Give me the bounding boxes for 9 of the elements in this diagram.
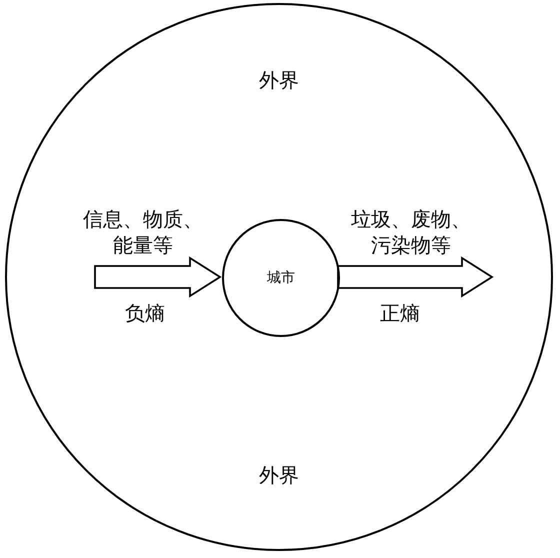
block-arrow	[94, 256, 222, 298]
node-label: 城市	[267, 268, 295, 288]
edge-label: 信息、物质、能量等	[82, 206, 204, 258]
block-arrow	[337, 256, 494, 298]
entropy-label: 正熵	[379, 300, 421, 327]
entropy-label: 负熵	[124, 300, 166, 327]
region-label: 外界	[259, 67, 299, 94]
edge-label: 垃圾、废物、污染物等	[350, 206, 472, 258]
region-label: 外界	[259, 462, 299, 489]
